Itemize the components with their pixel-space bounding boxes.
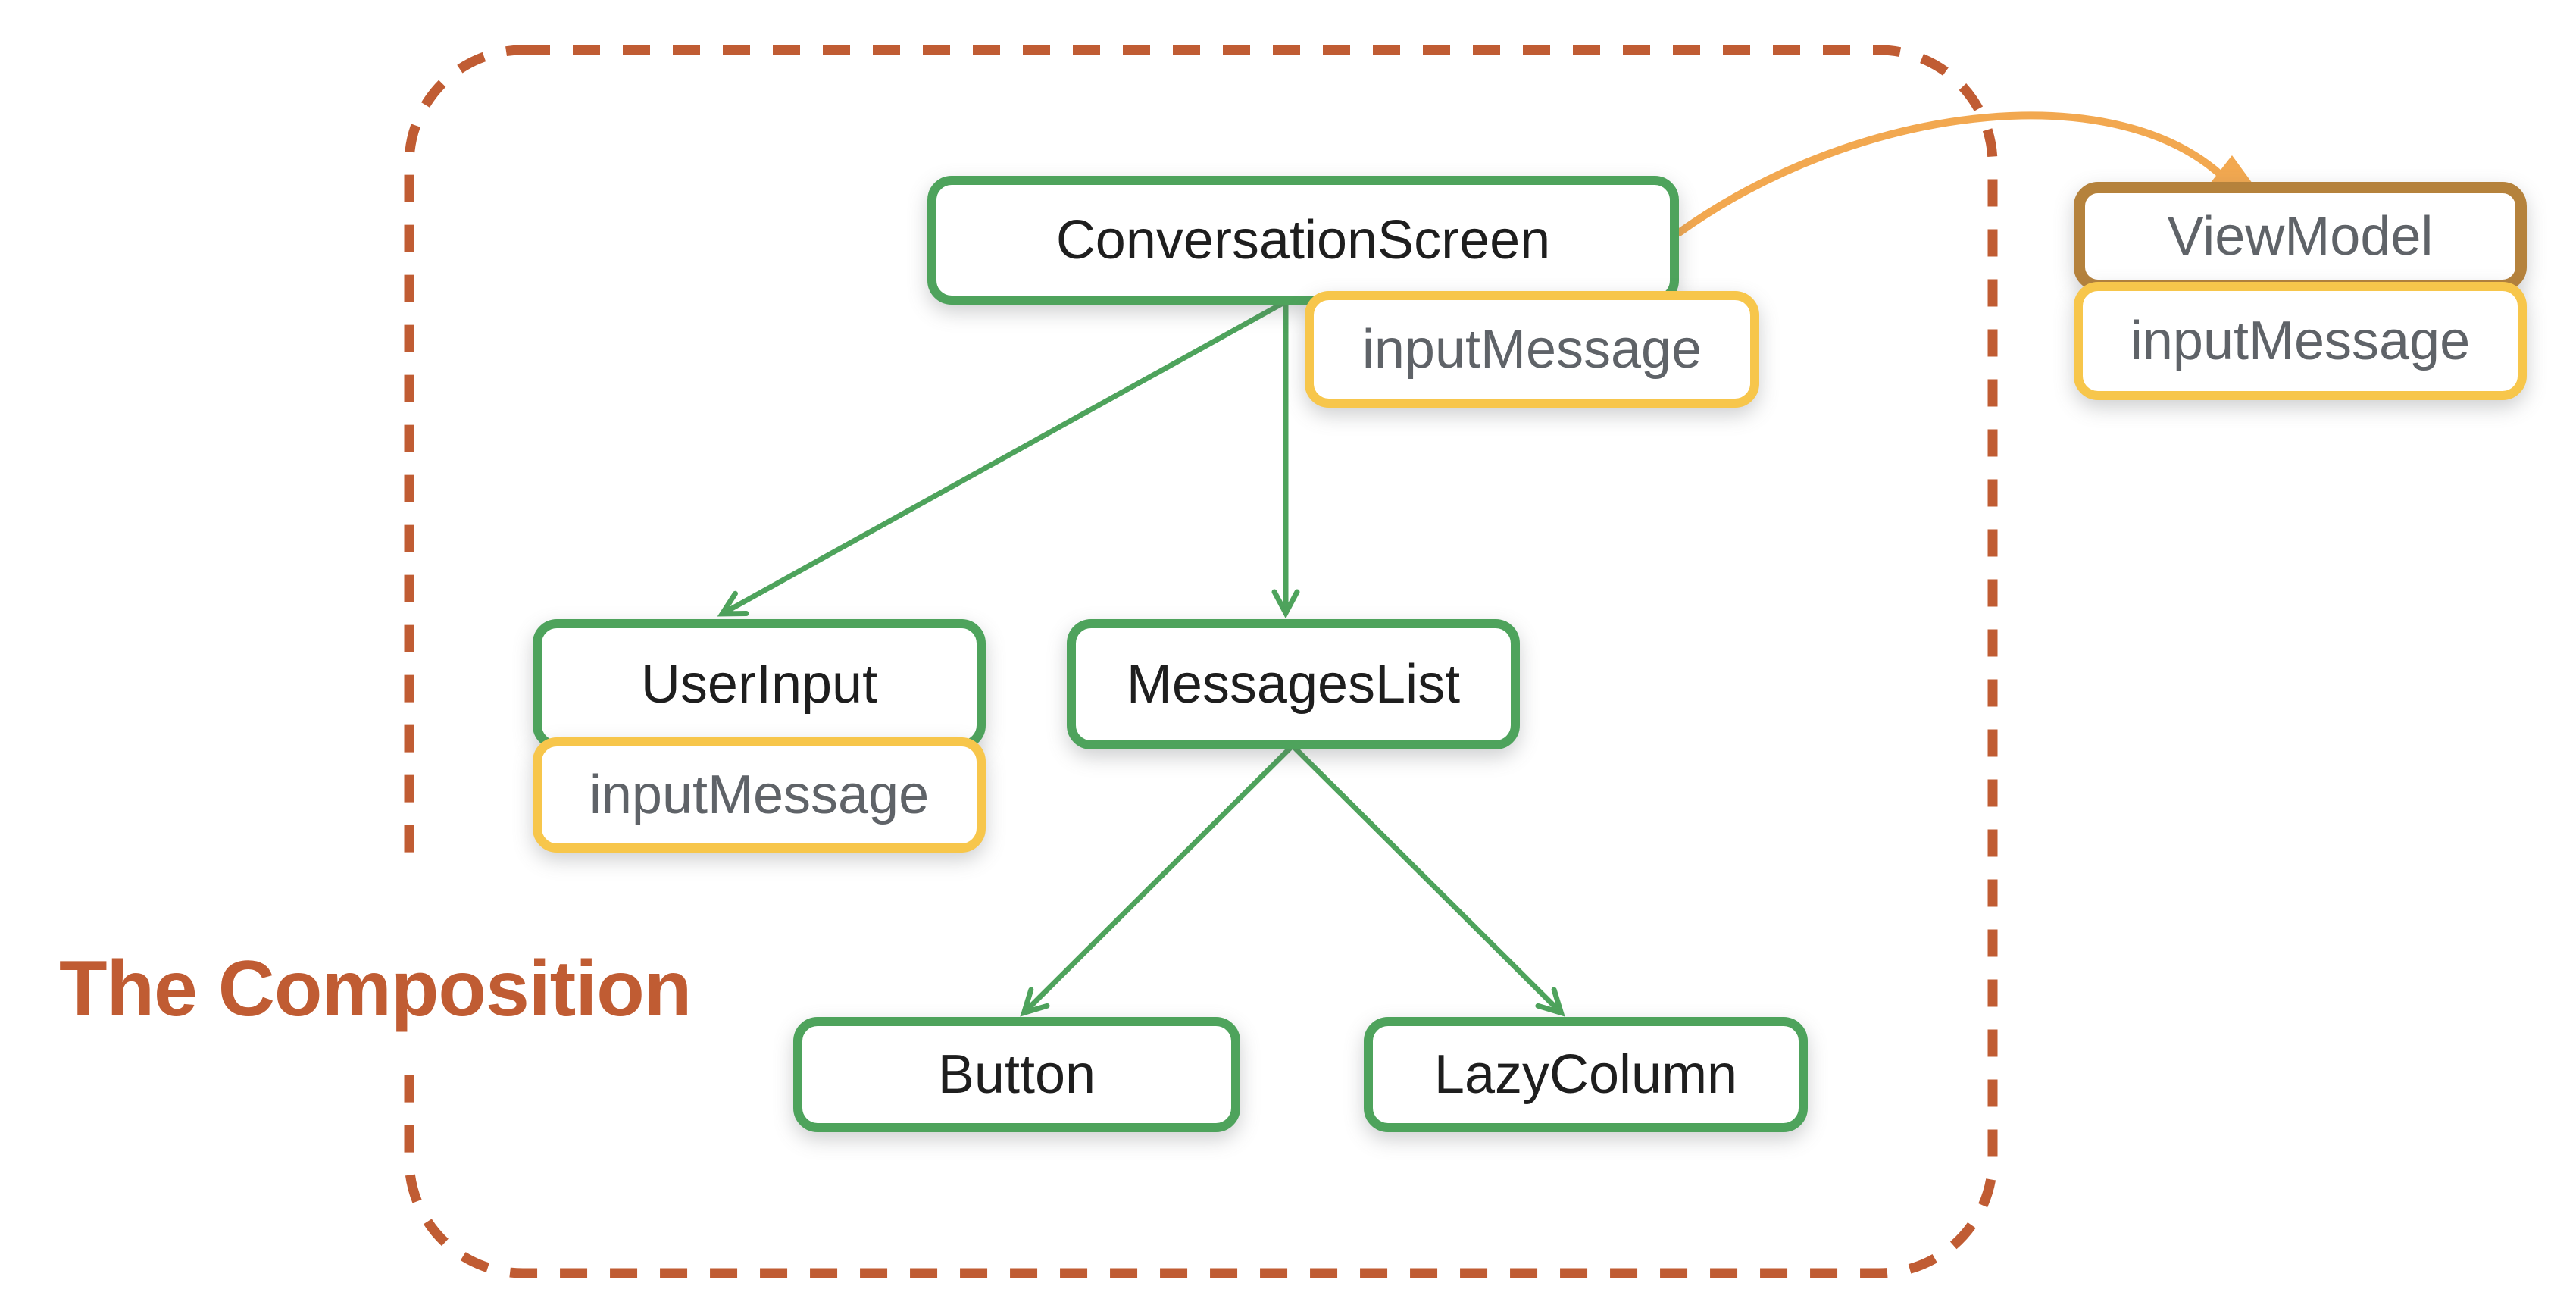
node-button-label: Button [937,1044,1096,1105]
node-userinput: UserInput [533,619,986,749]
viewmodel-arrowhead-icon [2210,155,2252,183]
node-viewmodel: ViewModel [2074,182,2527,291]
edge-messageslist-lazycolumn [1290,743,1565,1017]
state-label: inputMessage [1361,319,1702,380]
node-userinput-label: UserInput [640,654,878,715]
node-messageslist-label: MessagesList [1126,654,1461,715]
edge-conversationscreen-viewmodel [1675,111,2222,236]
node-messageslist: MessagesList [1067,619,1520,749]
node-viewmodel-label: ViewModel [2167,206,2434,267]
diagram-caption: The Composition [59,945,692,1033]
node-viewmodel-state-inputmessage: inputMessage [2074,282,2527,400]
node-conversationscreen-label: ConversationScreen [1055,210,1551,271]
node-conversationscreen-state-inputmessage: inputMessage [1305,291,1759,408]
boundary-caption-gap [377,873,447,1053]
node-lazycolumn: LazyColumn [1364,1017,1808,1132]
edge-conversationscreen-userinput [717,299,1287,617]
node-button: Button [793,1017,1240,1132]
node-conversationscreen: ConversationScreen [927,176,1679,305]
state-label: inputMessage [589,765,930,825]
edge-messageslist-button [1020,743,1295,1017]
node-lazycolumn-label: LazyColumn [1433,1044,1738,1105]
state-label: inputMessage [2130,311,2471,371]
node-userinput-state-inputmessage: inputMessage [533,737,986,853]
